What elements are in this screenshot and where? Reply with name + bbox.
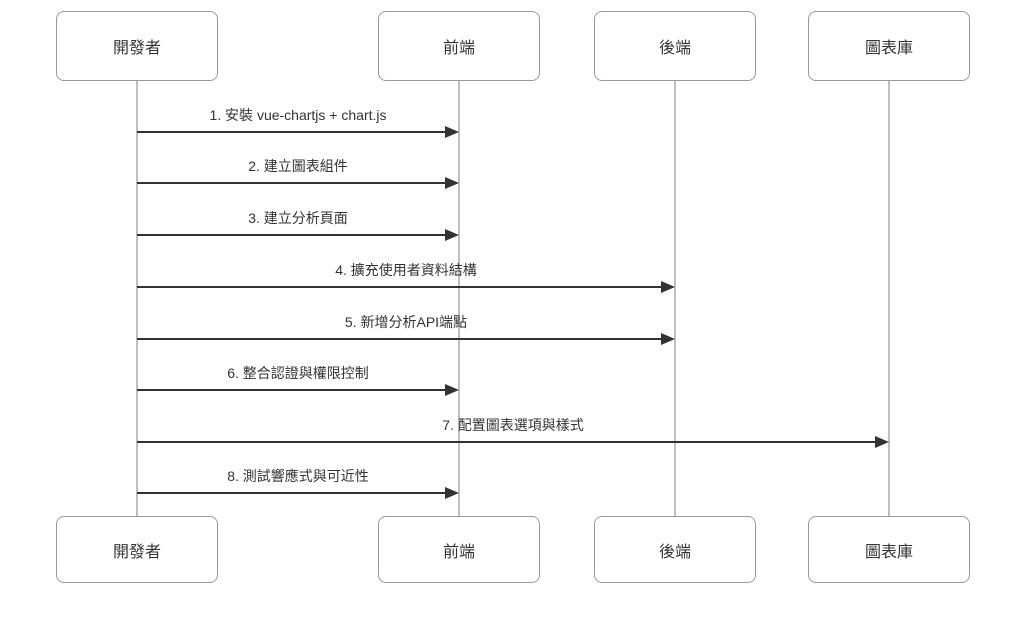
- message-label: 7. 配置圖表選項與樣式: [442, 417, 584, 433]
- actor-box-bottom-backend: 後端: [594, 516, 756, 583]
- message-arrowhead-icon: [661, 333, 675, 345]
- actor-box-bottom-frontend: 前端: [378, 516, 540, 583]
- actor-label-chartlib: 圖表庫: [864, 40, 913, 57]
- actor-box-top-developer: 開發者: [56, 11, 218, 81]
- message-label: 1. 安裝 vue-chartjs + chart.js: [209, 107, 387, 123]
- actor-label-frontend: 前端: [442, 40, 475, 57]
- message-label: 6. 整合認證與權限控制: [227, 365, 369, 381]
- actor-box-top-backend: 後端: [594, 11, 756, 81]
- lifelines-group: [136, 81, 890, 516]
- message-label: 2. 建立圖表組件: [248, 158, 348, 174]
- message-label: 8. 測試響應式與可近性: [227, 468, 369, 484]
- message-arrowhead-icon: [445, 487, 459, 499]
- message-arrowhead-icon: [445, 177, 459, 189]
- actor-label-backend: 後端: [658, 40, 691, 57]
- message-arrowhead-icon: [445, 229, 459, 241]
- actor-label-chartlib: 圖表庫: [864, 543, 913, 561]
- actor-box-bottom-developer: 開發者: [56, 516, 218, 583]
- message-arrowhead-icon: [875, 436, 889, 448]
- actor-box-bottom-chartlib: 圖表庫: [808, 516, 970, 583]
- actor-box-top-frontend: 前端: [378, 11, 540, 81]
- actor-label-backend: 後端: [658, 543, 691, 561]
- message-arrowhead-icon: [445, 384, 459, 396]
- message-arrowhead-icon: [445, 126, 459, 138]
- actor-box-top-chartlib: 圖表庫: [808, 11, 970, 81]
- message-label: 4. 擴充使用者資料結構: [335, 262, 477, 278]
- message-label: 5. 新增分析API端點: [344, 314, 468, 330]
- message-arrows-group: [137, 126, 889, 499]
- actor-label-frontend: 前端: [442, 543, 475, 561]
- actor-label-developer: 開發者: [112, 40, 161, 57]
- message-arrowhead-icon: [661, 281, 675, 293]
- actor-label-developer: 開發者: [112, 543, 161, 561]
- message-label: 3. 建立分析頁面: [248, 210, 348, 226]
